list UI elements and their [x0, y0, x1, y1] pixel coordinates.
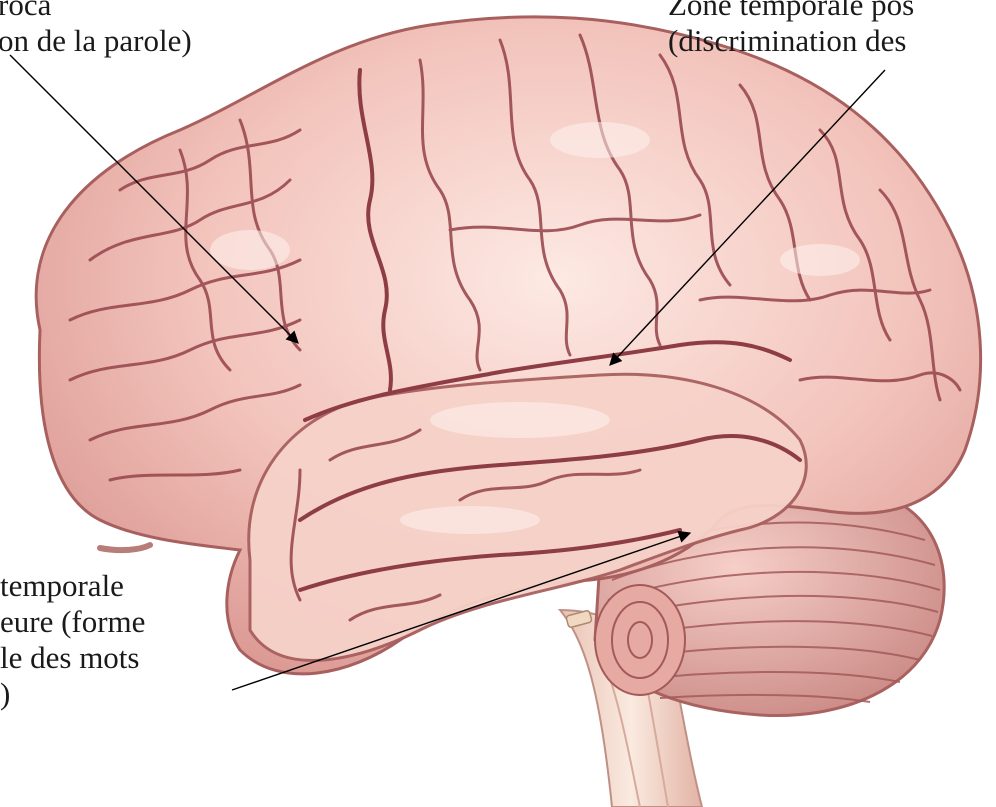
label-broca: roca on de la parole): [0, 0, 192, 59]
label-posterior-temporal: Zone temporale pos (discrimination des: [668, 0, 914, 59]
label-inferior-temporal: temporale eure (forme le des mots ): [0, 568, 145, 712]
